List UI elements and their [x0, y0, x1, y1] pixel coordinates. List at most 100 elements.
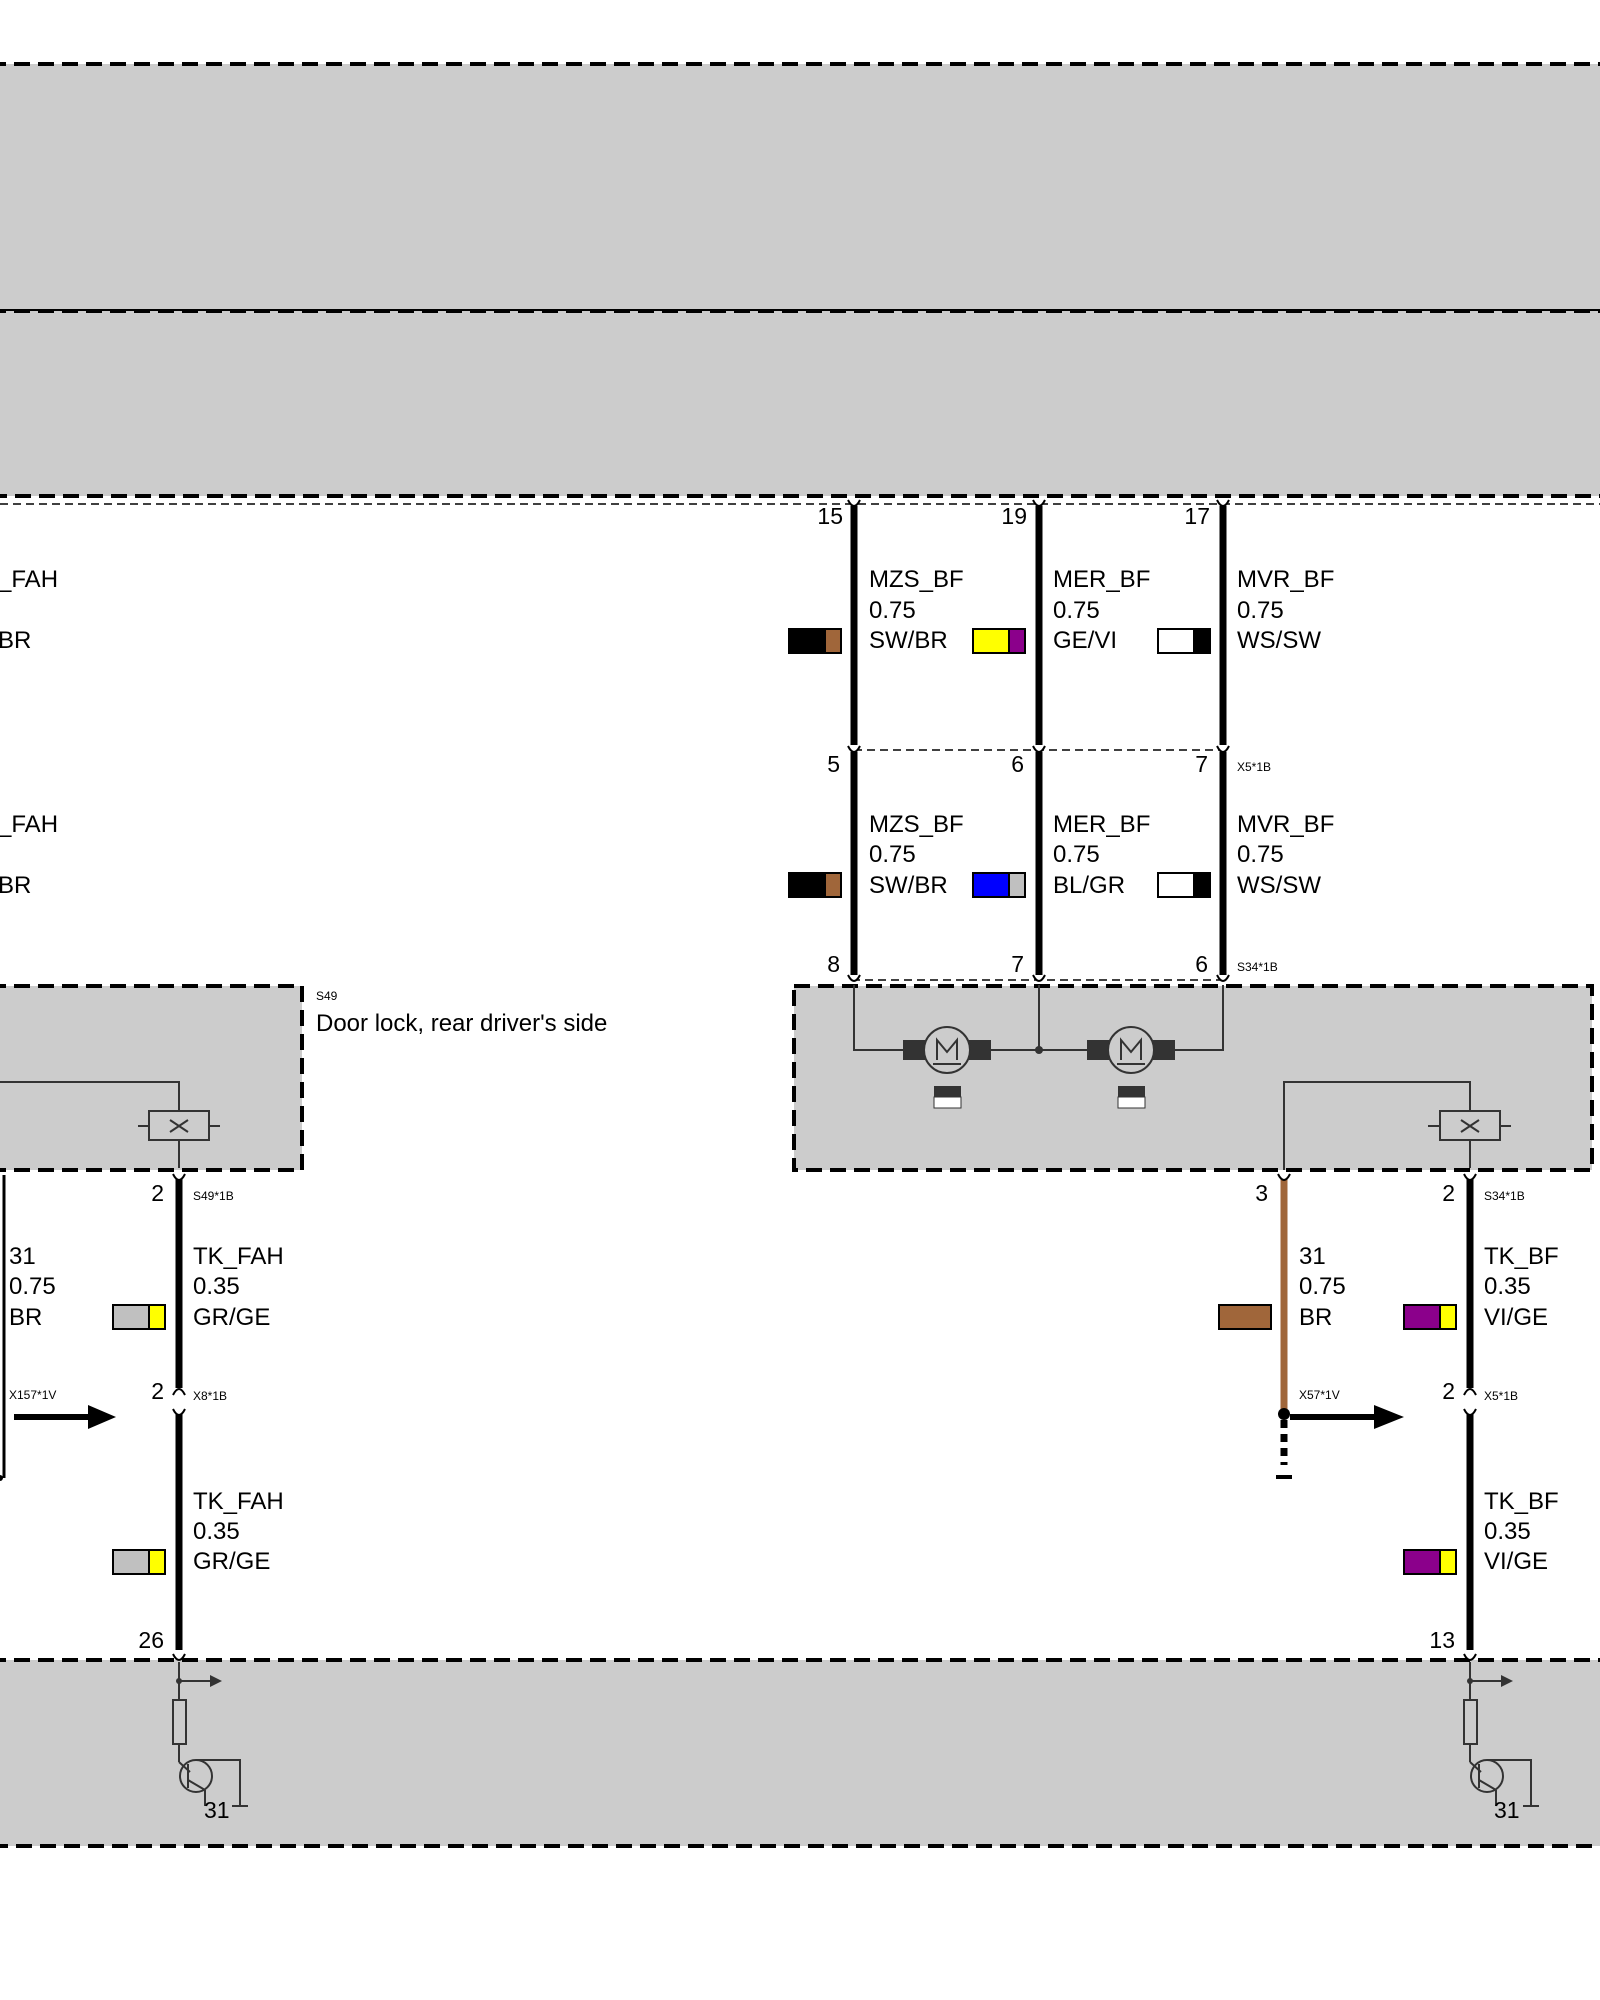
svg-text:0.75: 0.75	[869, 841, 916, 868]
s34-internal-wire	[1283, 1081, 1471, 1170]
left-wire-name-top: _FAH	[0, 566, 58, 593]
motor2-feed-right	[1170, 985, 1224, 1051]
bottom-control-unit-block	[0, 1658, 1600, 1848]
control-unit-block	[0, 309, 1600, 498]
svg-text:MER_BF: MER_BF	[1053, 566, 1150, 593]
pin-mer-bot: 7	[1011, 951, 1024, 977]
svg-text:MVR_BF: MVR_BF	[1237, 811, 1334, 838]
motor-icon	[1087, 1026, 1175, 1109]
color-swatch-tkfah-lower	[112, 1549, 166, 1575]
pin-tkbf-x5: 2	[1442, 1378, 1455, 1404]
svg-text:0.75: 0.75	[9, 1273, 56, 1300]
wire-label-tkbf-upper: TK_BF 0.35 VI/GE	[1484, 1243, 1559, 1331]
transistor-input-circuit-icon	[172, 1662, 248, 1807]
svg-text:0.75: 0.75	[1237, 841, 1284, 868]
svg-text:SW/BR: SW/BR	[869, 627, 948, 654]
component-s49-name: Door lock, rear driver's side	[316, 1010, 607, 1037]
connector-x5-1b-bottom-label: X5*1B	[1484, 1389, 1518, 1403]
svg-text:0.35: 0.35	[193, 1273, 240, 1300]
transistor-input-circuit-icon	[1463, 1662, 1539, 1807]
left-wire-name-mid: _FAH	[0, 811, 58, 838]
color-swatch-mzs-mid	[788, 872, 842, 898]
connector-x157-1v-label: X157*1V	[9, 1388, 56, 1402]
connector-s34-1b-top-label: S34*1B	[1237, 960, 1278, 974]
connector-x57-1v-label: X57*1V	[1299, 1388, 1340, 1402]
pin-mzs-bot: 8	[827, 951, 840, 977]
color-swatch-mvr-mid	[1157, 872, 1211, 898]
svg-text:0.35: 0.35	[1484, 1273, 1531, 1300]
pin-mer-mid: 6	[1011, 751, 1024, 777]
svg-text:31: 31	[1299, 1243, 1326, 1270]
svg-text:0.75: 0.75	[1053, 597, 1100, 624]
color-swatch-mer-mid	[972, 872, 1026, 898]
left-wire-color-top: BR	[0, 627, 31, 654]
wire-label-gnd-left: 31 0.75 BR	[9, 1243, 56, 1331]
svg-text:BR: BR	[9, 1304, 42, 1331]
svg-text:31: 31	[9, 1243, 36, 1270]
svg-text:0.75: 0.75	[1299, 1273, 1346, 1300]
color-swatch-tkbf-upper	[1403, 1304, 1457, 1330]
svg-text:VI/GE: VI/GE	[1484, 1304, 1548, 1331]
pin-tkbf-ecu: 13	[1429, 1627, 1455, 1653]
top-module-block	[0, 62, 1600, 313]
component-s49-id: S49	[316, 989, 338, 1003]
svg-text:VI/GE: VI/GE	[1484, 1548, 1548, 1575]
svg-text:BL/GR: BL/GR	[1053, 872, 1125, 899]
svg-text:SW/BR: SW/BR	[869, 872, 948, 899]
pin-tkfah-s49: 2	[151, 1180, 164, 1206]
wire-label-mzs-mid: MZS_BF 0.75 SW/BR	[869, 811, 964, 899]
svg-text:TK_BF: TK_BF	[1484, 1243, 1559, 1270]
color-swatch-mer-top	[972, 628, 1026, 654]
door-lock-rear-passenger-box	[792, 984, 1594, 1172]
wire-label-mvr-top: MVR_BF 0.75 WS/SW	[1237, 566, 1334, 654]
wire-label-mer-top: MER_BF 0.75 GE/VI	[1053, 566, 1150, 654]
wire-label-gnd-right: 31 0.75 BR	[1299, 1243, 1346, 1331]
svg-text:MVR_BF: MVR_BF	[1237, 566, 1334, 593]
color-swatch-mzs-top	[788, 628, 842, 654]
color-swatch-gnd-right	[1218, 1304, 1272, 1330]
door-lock-switch-icon	[138, 1110, 220, 1168]
svg-text:0.35: 0.35	[1484, 1518, 1531, 1545]
svg-text:0.35: 0.35	[193, 1518, 240, 1545]
connector-s49-1b-label: S49*1B	[193, 1189, 234, 1203]
pin-tkbf-s34: 2	[1442, 1180, 1455, 1206]
pin-mzs-top: 15	[817, 503, 843, 529]
svg-text:MER_BF: MER_BF	[1053, 811, 1150, 838]
wire-label-mer-mid: MER_BF 0.75 BL/GR	[1053, 811, 1150, 899]
left-wire-color-mid: BR	[0, 872, 31, 899]
arrow-right-icon	[1290, 1405, 1404, 1429]
ground-label-right: 31	[1494, 1797, 1520, 1823]
connector-s34-1b-bottom-label: S34*1B	[1484, 1189, 1525, 1203]
pin-mer-top: 19	[1001, 503, 1027, 529]
color-swatch-tkbf-lower	[1403, 1549, 1457, 1575]
svg-text:0.75: 0.75	[869, 597, 916, 624]
svg-text:BR: BR	[1299, 1304, 1332, 1331]
svg-text:TK_FAH: TK_FAH	[193, 1488, 284, 1515]
svg-text:GR/GE: GR/GE	[193, 1548, 270, 1575]
svg-text:MZS_BF: MZS_BF	[869, 566, 964, 593]
svg-text:GR/GE: GR/GE	[193, 1304, 270, 1331]
motor-icon	[903, 1026, 991, 1109]
connector-x5-1b-top-label: X5*1B	[1237, 760, 1271, 774]
svg-text:MZS_BF: MZS_BF	[869, 811, 964, 838]
pin-gnd-s34: 3	[1255, 1180, 1268, 1206]
pin-tkfah-x8: 2	[151, 1378, 164, 1404]
pin-mzs-mid: 5	[827, 751, 840, 777]
arrow-right-icon	[14, 1405, 116, 1429]
color-swatch-mvr-top	[1157, 628, 1211, 654]
pin-tkfah-ecu: 26	[138, 1627, 164, 1653]
wire-label-tkbf-lower: TK_BF 0.35 VI/GE	[1484, 1488, 1559, 1575]
pin-mvr-mid: 7	[1195, 751, 1208, 777]
connector-x8-1b-label: X8*1B	[193, 1389, 227, 1403]
wire-label-tkfah-upper: TK_FAH 0.35 GR/GE	[193, 1243, 284, 1331]
svg-text:GE/VI: GE/VI	[1053, 627, 1117, 654]
motor1-feed-left	[853, 985, 905, 1051]
pin-mvr-top: 17	[1184, 503, 1210, 529]
wire-label-tkfah-lower: TK_FAH 0.35 GR/GE	[193, 1488, 284, 1575]
wire-label-mvr-mid: MVR_BF 0.75 WS/SW	[1237, 811, 1334, 899]
s49-internal-wire	[0, 1081, 180, 1115]
svg-text:0.75: 0.75	[1237, 597, 1284, 624]
ground-label-left: 31	[204, 1797, 230, 1823]
svg-text:TK_BF: TK_BF	[1484, 1488, 1559, 1515]
svg-text:WS/SW: WS/SW	[1237, 872, 1321, 899]
